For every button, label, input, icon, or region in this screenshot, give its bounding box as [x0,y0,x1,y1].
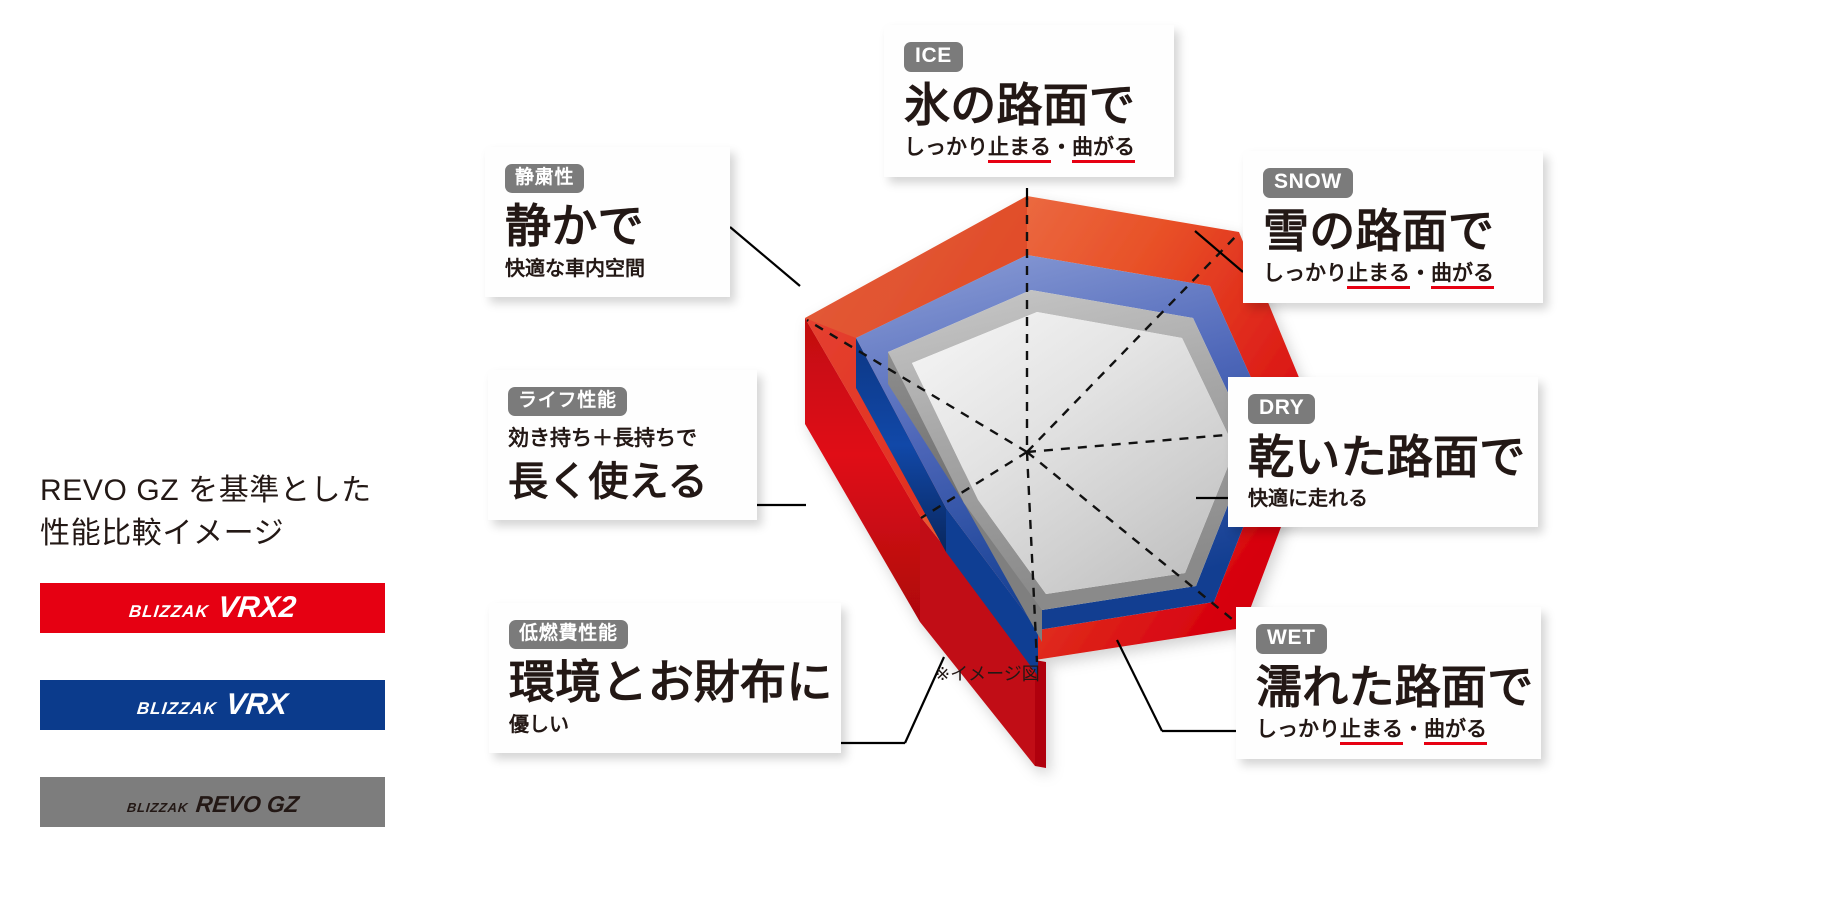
image-disclaimer-note: ※イメージ図 [935,664,1040,684]
subline-separator: ・ [1410,262,1431,286]
callout-wet-headline: 濡れた路面で [1256,660,1534,713]
subline-underlined-1: 止まる [1340,718,1403,746]
tag-quietness: 静粛性 [505,164,585,194]
callout-ice[interactable]: ICE 氷の路面で しっかり止まる・曲がる [884,25,1174,177]
series-vrx [856,255,1278,676]
callout-ice-headline: 氷の路面で [904,78,1136,131]
subline-prefix: しっかり [1263,262,1347,286]
logo-blizzak-vrx2: BLIZZAK VRX2 [128,591,298,625]
tag-ice: ICE [904,42,963,72]
subline-prefix: しっかり [904,136,988,160]
callout-snow-headline: 雪の路面で [1263,204,1495,257]
callout-dry[interactable]: DRY 乾いた路面で 快適に走れる [1228,377,1538,528]
logo-blizzak-revo-gz: BLIZZAK REVO GZ [125,790,300,819]
legend-bars: BLIZZAK VRX2 BLIZZAK VRX BLIZZAK REVO GZ [40,583,440,828]
callout-snow[interactable]: SNOW 雪の路面で しっかり止まる・曲がる [1243,151,1543,303]
tag-wet: WET [1256,624,1327,654]
callout-life-headline: 長く使える [508,459,708,504]
series-revo-gz [888,290,1252,642]
callout-snow-subline: しっかり止まる・曲がる [1263,261,1523,290]
logo-brand-text: BLIZZAK [125,799,189,815]
logo-brand-text: BLIZZAK [128,602,211,622]
legend-item-blizzak-revo-gz[interactable]: BLIZZAK REVO GZ [40,777,385,828]
legend-panel: REVO GZ を基準とした 性能比較イメージ BLIZZAK VRX2 BLI… [40,470,440,828]
subline-underlined-2: 曲がる [1431,262,1494,290]
logo-blizzak-vrx: BLIZZAK VRX [136,688,290,722]
radar-chart [805,196,1320,768]
callout-wet[interactable]: WET 濡れた路面で しっかり止まる・曲がる [1236,607,1541,759]
callout-wet-subline: しっかり止まる・曲がる [1256,717,1521,746]
callout-quietness-headline: 静かで [505,200,644,253]
callout-eco-headline: 環境とお財布に [509,656,833,709]
subline-underlined-1: 止まる [1347,262,1410,290]
legend-title: REVO GZ を基準とした 性能比較イメージ [40,474,372,550]
legend-item-blizzak-vrx[interactable]: BLIZZAK VRX [40,680,385,731]
logo-model-text: REVO GZ [194,790,300,817]
subline-underlined-1: 止まる [988,136,1051,164]
callout-eco-subline: 優しい [509,714,569,737]
callout-quietness-subline: 快適な車内空間 [505,258,645,281]
callout-life-preline: 効き持ち＋長持ちで [508,427,697,451]
callout-dry-subline: 快適に走れる [1248,488,1368,511]
callout-life-performance[interactable]: ライフ性能 効き持ち＋長持ちで 長く使える [488,370,757,520]
callout-quietness[interactable]: 静粛性 静かで 快適な車内空間 [485,147,730,298]
callout-ice-subline: しっかり止まる・曲がる [904,135,1154,164]
tag-fuel-economy: 低燃費性能 [509,620,628,650]
tag-life-performance: ライフ性能 [508,387,627,417]
subline-separator: ・ [1403,718,1424,742]
logo-model-text: VRX [224,688,290,722]
subline-underlined-2: 曲がる [1424,718,1487,746]
logo-brand-text: BLIZZAK [136,699,219,719]
logo-model-text: VRX2 [216,591,298,625]
tag-snow: SNOW [1263,168,1353,198]
tag-dry: DRY [1248,394,1316,424]
callout-fuel-economy[interactable]: 低燃費性能 環境とお財布に 優しい [489,603,841,754]
legend-item-blizzak-vrx2[interactable]: BLIZZAK VRX2 [40,583,385,634]
subline-separator: ・ [1051,136,1072,160]
subline-prefix: しっかり [1256,718,1340,742]
callout-dry-headline: 乾いた路面で [1248,430,1526,483]
subline-underlined-2: 曲がる [1072,136,1135,164]
